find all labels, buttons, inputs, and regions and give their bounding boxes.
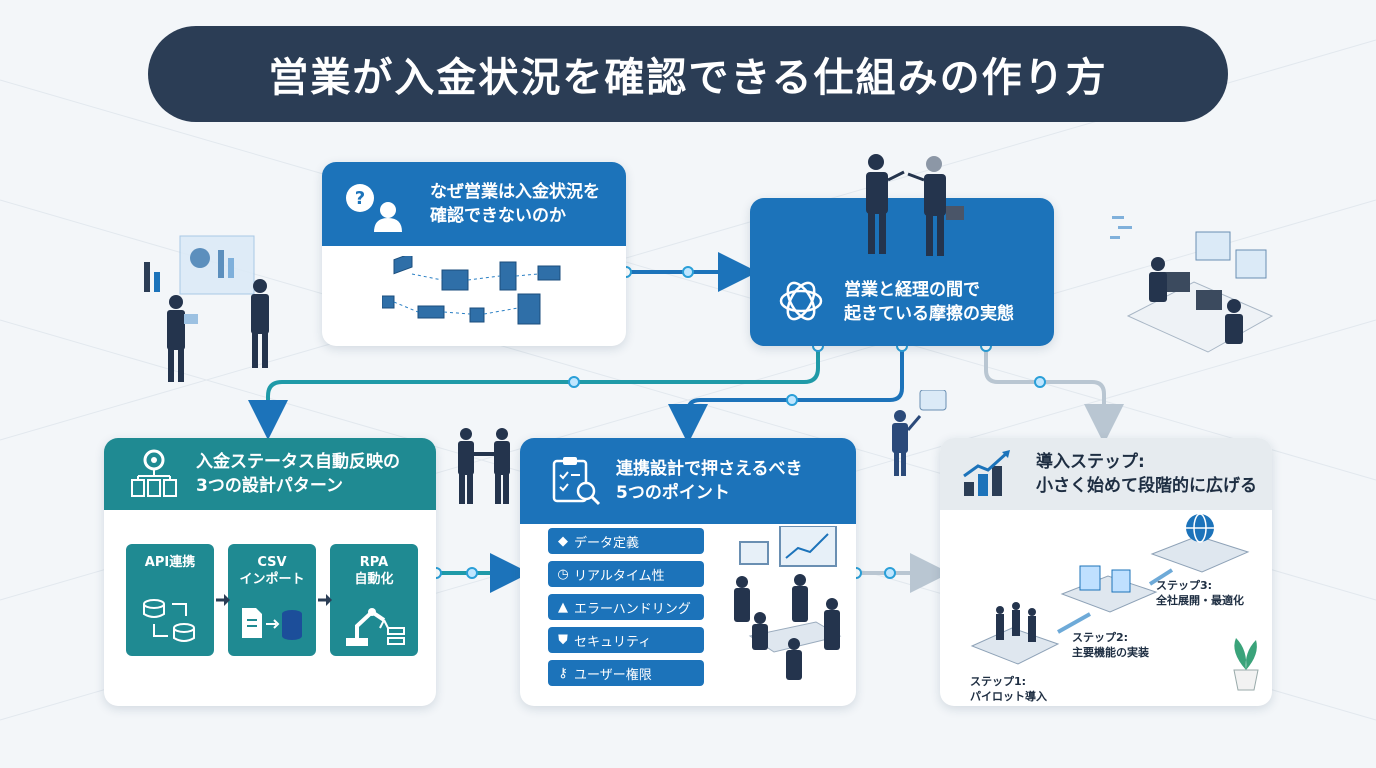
card-steps-heading-line2: 小さく始めて段階的に広げる [1036,476,1257,496]
step2-desc: 主要機能の実装 [1072,646,1149,659]
step1-label: ステップ1: パイロット導入 [970,674,1047,704]
arrow-friction-to-points [668,346,904,444]
tangle-icon [779,281,823,321]
point-label: リアルタイム性 [574,568,665,584]
method-csv-label-line2: インポート [239,572,305,587]
warning-icon: ▲ [558,599,568,615]
team-meeting-illustration [734,526,842,680]
point-security: ⛊ セキュリティ [548,627,704,653]
card-why: ? なぜ営業は入金状況を 確認できないのか [322,162,626,346]
step-platforms-illustration [970,514,1259,691]
card-why-heading-line1: なぜ営業は入金状況を [430,182,600,202]
svg-text:?: ? [355,188,365,209]
shield-icon: ⛊ [558,632,568,648]
method-rpa-label-line1: RPA [359,555,389,570]
card-patterns-heading-line2: 3つの設計パターン [196,476,343,496]
card-points-heading-line1: 連携設計で押さえるべき [616,459,803,479]
key-icon: ⚷ [558,665,568,681]
card-friction-heading-line1: 営業と経理の間で [844,280,980,300]
analysts-dashboard-illustration [144,235,269,382]
method-arrows [216,594,332,606]
method-csv: CSV インポート [228,544,316,656]
step1-desc: パイロット導入 [970,690,1047,703]
cube-icon: ◆ [558,533,568,549]
arrow-friction-to-patterns [248,346,820,440]
step2-title: ステップ2: [1072,631,1129,644]
robot-arm-icon [346,608,405,646]
database-sync-icon [143,599,195,642]
handshake-illustration [458,428,510,504]
point-realtime: ◷ リアルタイム性 [548,561,704,587]
page-title: 営業が入金状況を確認できる仕組みの作り方 [148,26,1228,122]
step3-desc: 全社展開・最適化 [1156,594,1244,607]
step3-label: ステップ3: 全社展開・最適化 [1156,578,1244,608]
gear-documents-icon [131,449,177,497]
card-points-heading-line2: 5つのポイント [616,483,730,503]
card-friction: 営業と経理の間で 起きている摩擦の実態 [750,198,1054,346]
method-csv-label-line1: CSV [257,555,287,570]
method-api: API連携 [126,544,214,656]
question-person-icon: ? [346,184,402,232]
card-why-heading-line2: 確認できないのか [430,206,566,226]
step2-label: ステップ2: 主要機能の実装 [1072,630,1149,660]
method-api-label: API連携 [144,555,196,570]
card-points: 連携設計で押さえるべき 5つのポイント ◆ データ定義 ◷ リアルタイム性 ▲ … [520,438,856,706]
card-patterns: 入金ステータス自動反映の 3つの設計パターン API連携 CSV インポート [104,438,436,706]
step3-title: ステップ3: [1156,579,1213,592]
clock-icon: ◷ [557,566,569,582]
growth-chart-icon [963,450,1010,496]
method-rpa-label-line2: 自動化 [354,572,394,587]
presenter-illustration [892,390,947,476]
card-steps-heading-line1: 導入ステップ: [1036,452,1145,472]
card-patterns-heading-line1: 入金ステータス自動反映の [196,452,400,472]
card-friction-heading-line2: 起きている摩擦の実態 [844,304,1014,324]
point-label: エラーハンドリング [574,601,691,617]
card-steps: 導入ステップ: 小さく始めて段階的に広げる ステップ1: パイロット導入 [940,438,1272,706]
system-blocks-illustration [382,256,561,325]
step1-title: ステップ1: [970,675,1027,688]
point-error-handling: ▲ エラーハンドリング [548,594,704,620]
point-label: ユーザー権限 [574,667,652,683]
point-label: セキュリティ [574,634,652,650]
office-workers-illustration [1110,216,1274,353]
file-to-database-icon [242,608,302,640]
checklist-search-icon [552,457,601,506]
point-label: データ定義 [574,535,640,551]
arguing-people-illustration [866,154,964,256]
point-data-definition: ◆ データ定義 [548,528,704,554]
method-rpa: RPA 自動化 [330,544,418,656]
point-user-permissions: ⚷ ユーザー権限 [548,660,704,686]
